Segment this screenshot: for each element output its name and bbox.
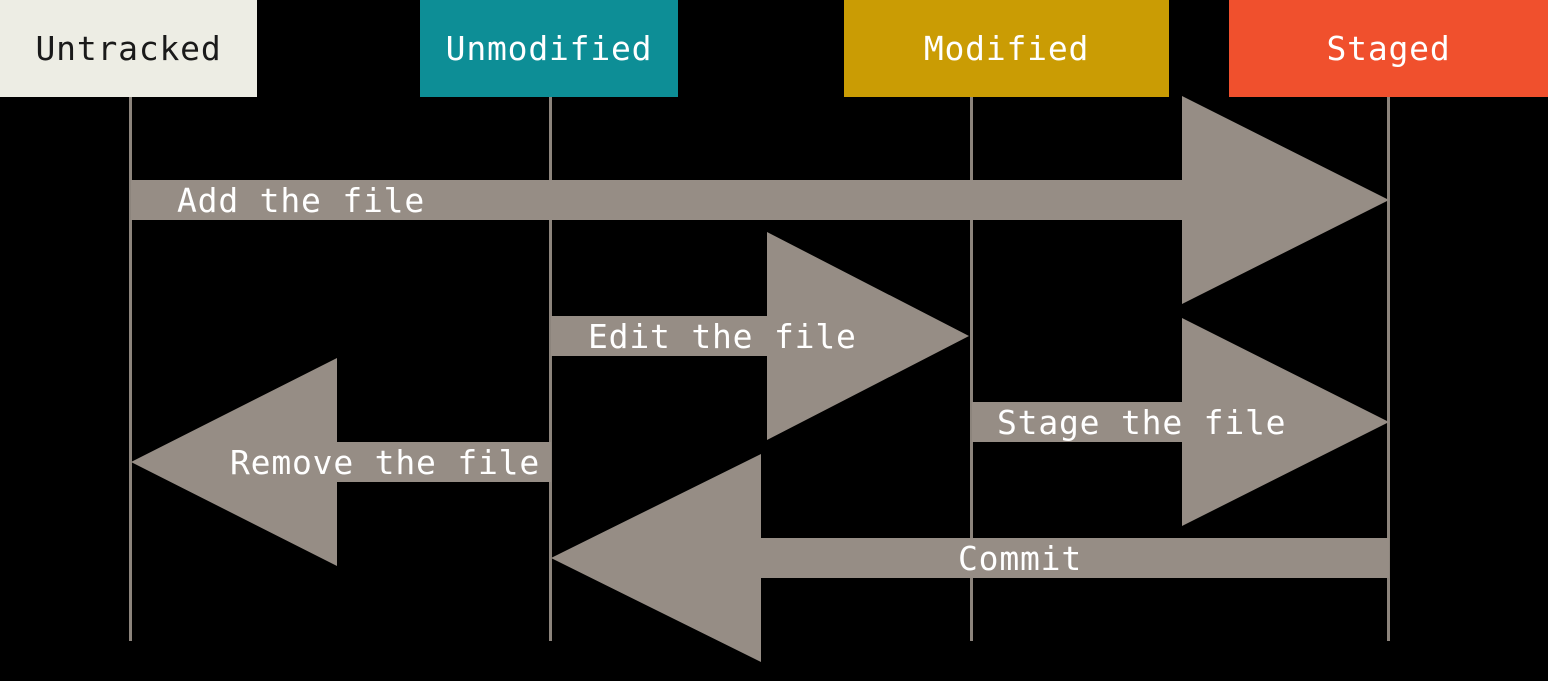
state-box-label: Modified bbox=[924, 29, 1089, 68]
state-box-untracked: Untracked bbox=[0, 0, 257, 97]
state-box-staged: Staged bbox=[1229, 0, 1548, 97]
arrow-right-shape bbox=[131, 96, 1389, 304]
state-boxes: Untracked Unmodified Modified Staged bbox=[0, 0, 1548, 97]
state-box-label: Untracked bbox=[35, 29, 221, 68]
arrow-label: Add the file bbox=[177, 181, 425, 220]
state-box-rect bbox=[844, 0, 1169, 97]
arrow-label: Edit the file bbox=[588, 317, 857, 356]
arrow-right-shape bbox=[972, 318, 1389, 526]
arrow-right-shape bbox=[551, 232, 969, 440]
arrow-left-shape bbox=[551, 454, 1389, 662]
state-box-rect bbox=[1229, 0, 1548, 97]
state-box-rect bbox=[0, 0, 257, 97]
arrow-left-shape bbox=[131, 358, 551, 566]
state-box-label: Staged bbox=[1326, 29, 1450, 68]
state-box-rect bbox=[420, 0, 678, 97]
state-box-label: Unmodified bbox=[446, 29, 653, 68]
transition-remove-the-file: Remove the file bbox=[131, 358, 551, 566]
transition-stage-the-file: Stage the file bbox=[972, 318, 1389, 526]
transition-commit: Commit bbox=[551, 454, 1389, 662]
state-box-unmodified: Unmodified bbox=[420, 0, 678, 97]
arrow-label: Stage the file bbox=[997, 403, 1286, 442]
transition-edit-the-file: Edit the file bbox=[551, 232, 969, 440]
transition-add-the-file: Add the file bbox=[131, 96, 1389, 304]
arrow-label: Commit bbox=[958, 539, 1082, 578]
state-box-modified: Modified bbox=[844, 0, 1169, 97]
transition-arrows: Add the file Edit the file Stage the fil… bbox=[131, 96, 1389, 662]
arrow-label: Remove the file bbox=[230, 443, 540, 482]
